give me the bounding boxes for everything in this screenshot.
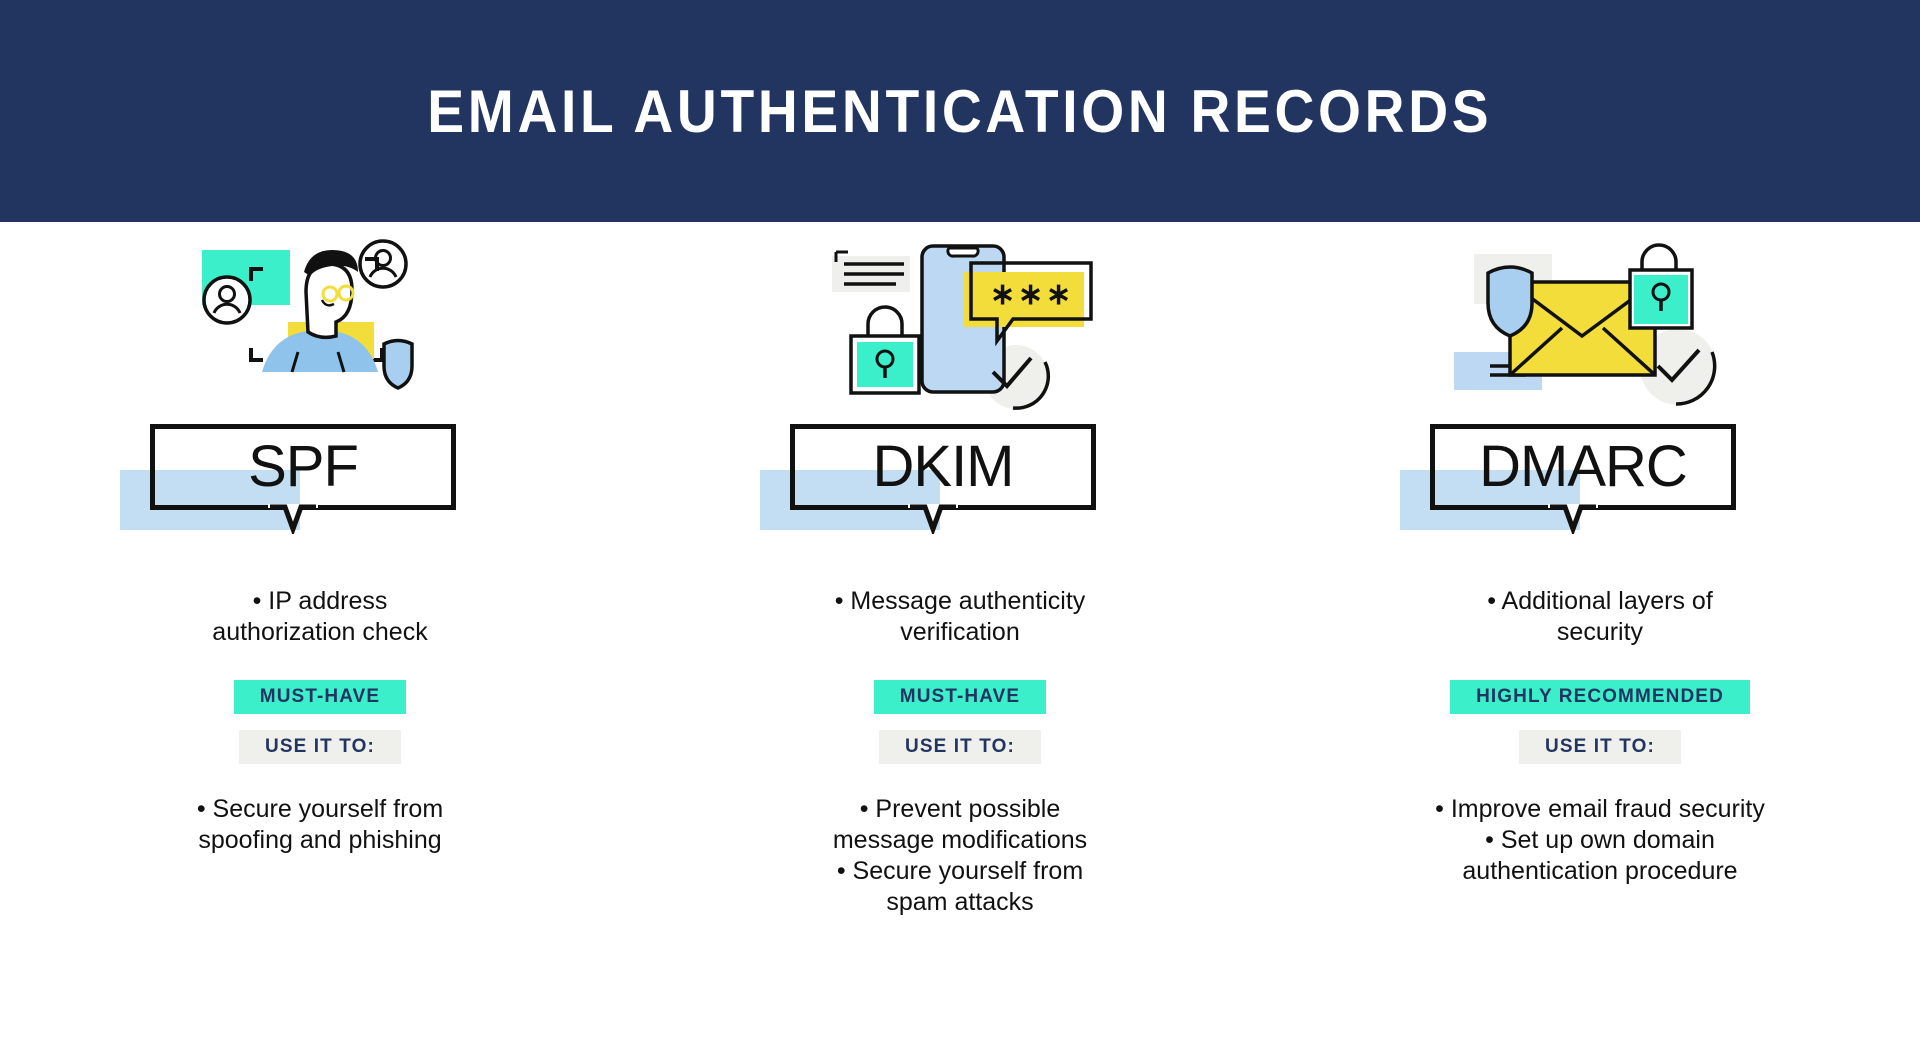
bubble-tail-icon <box>908 504 958 534</box>
phone-password-lock-illustration: ∗ ∗ ∗ <box>810 232 1110 412</box>
uses-list-dkim: • Prevent possible message modifications… <box>750 794 1170 918</box>
bubble-tail-icon <box>1548 504 1598 534</box>
column-dmarc: DMARC • Additional layers of security HI… <box>1280 222 1920 1053</box>
use-line: • Secure yourself from <box>196 795 444 823</box>
summary-line: verification <box>900 618 1020 646</box>
summary-line: • Message authenticity <box>834 587 1086 615</box>
record-label: DKIM <box>872 434 1015 499</box>
envelope-shield-lock-illustration <box>1450 232 1750 412</box>
bubble-box: SPF <box>150 424 456 510</box>
use-line: spam attacks <box>886 888 1034 916</box>
summary-line: • Additional layers of <box>1487 587 1713 615</box>
column-spf: SPF • IP address authorization check MUS… <box>0 222 640 1053</box>
summary-list-spf: • IP address authorization check <box>110 586 530 648</box>
column-dkim: ∗ ∗ ∗ DKIM <box>640 222 1280 1053</box>
summary-line: • IP address <box>252 587 388 615</box>
asterisk-glyph: ∗ <box>990 278 1015 311</box>
use-it-to-badge-dmarc: USE IT TO: <box>1519 730 1681 764</box>
use-line: • Prevent possible <box>859 795 1061 823</box>
bubble-box: DKIM <box>790 424 1096 510</box>
label-bubble-dkim: DKIM <box>760 424 1160 544</box>
record-label: DMARC <box>1479 434 1688 499</box>
summary-line: security <box>1556 618 1644 646</box>
use-it-to-badge-dkim: USE IT TO: <box>879 730 1041 764</box>
page-title: EMAIL AUTHENTICATION RECORDS <box>427 77 1493 145</box>
asterisk-glyph: ∗ <box>1018 278 1043 311</box>
use-line: • Secure yourself from <box>836 857 1084 885</box>
use-line: spoofing and phishing <box>198 826 442 854</box>
priority-badge-dmarc: HIGHLY RECOMMENDED <box>1450 680 1750 714</box>
summary-line: authorization check <box>212 618 428 646</box>
label-bubble-spf: SPF <box>120 424 520 544</box>
uses-list-dmarc: • Improve email fraud security • Set up … <box>1390 794 1810 887</box>
use-it-to-badge-spf: USE IT TO: <box>239 730 401 764</box>
page-header: EMAIL AUTHENTICATION RECORDS <box>0 0 1920 222</box>
summary-list-dmarc: • Additional layers of security <box>1390 586 1810 648</box>
summary-list-dkim: • Message authenticity verification <box>750 586 1170 648</box>
record-label: SPF <box>248 434 359 499</box>
use-line: • Improve email fraud security <box>1435 795 1765 823</box>
use-line: authentication procedure <box>1462 857 1738 885</box>
label-bubble-dmarc: DMARC <box>1400 424 1800 544</box>
person-face-recognition-illustration <box>170 232 470 412</box>
uses-list-spf: • Secure yourself from spoofing and phis… <box>110 794 530 856</box>
records-columns: SPF • IP address authorization check MUS… <box>0 222 1920 1053</box>
asterisk-glyph: ∗ <box>1046 278 1071 311</box>
bubble-tail-icon <box>268 504 318 534</box>
bubble-box: DMARC <box>1430 424 1736 510</box>
use-line: • Set up own domain <box>1485 826 1715 854</box>
use-line: message modifications <box>832 826 1088 854</box>
priority-badge-spf: MUST-HAVE <box>233 680 407 714</box>
priority-badge-dkim: MUST-HAVE <box>873 680 1047 714</box>
